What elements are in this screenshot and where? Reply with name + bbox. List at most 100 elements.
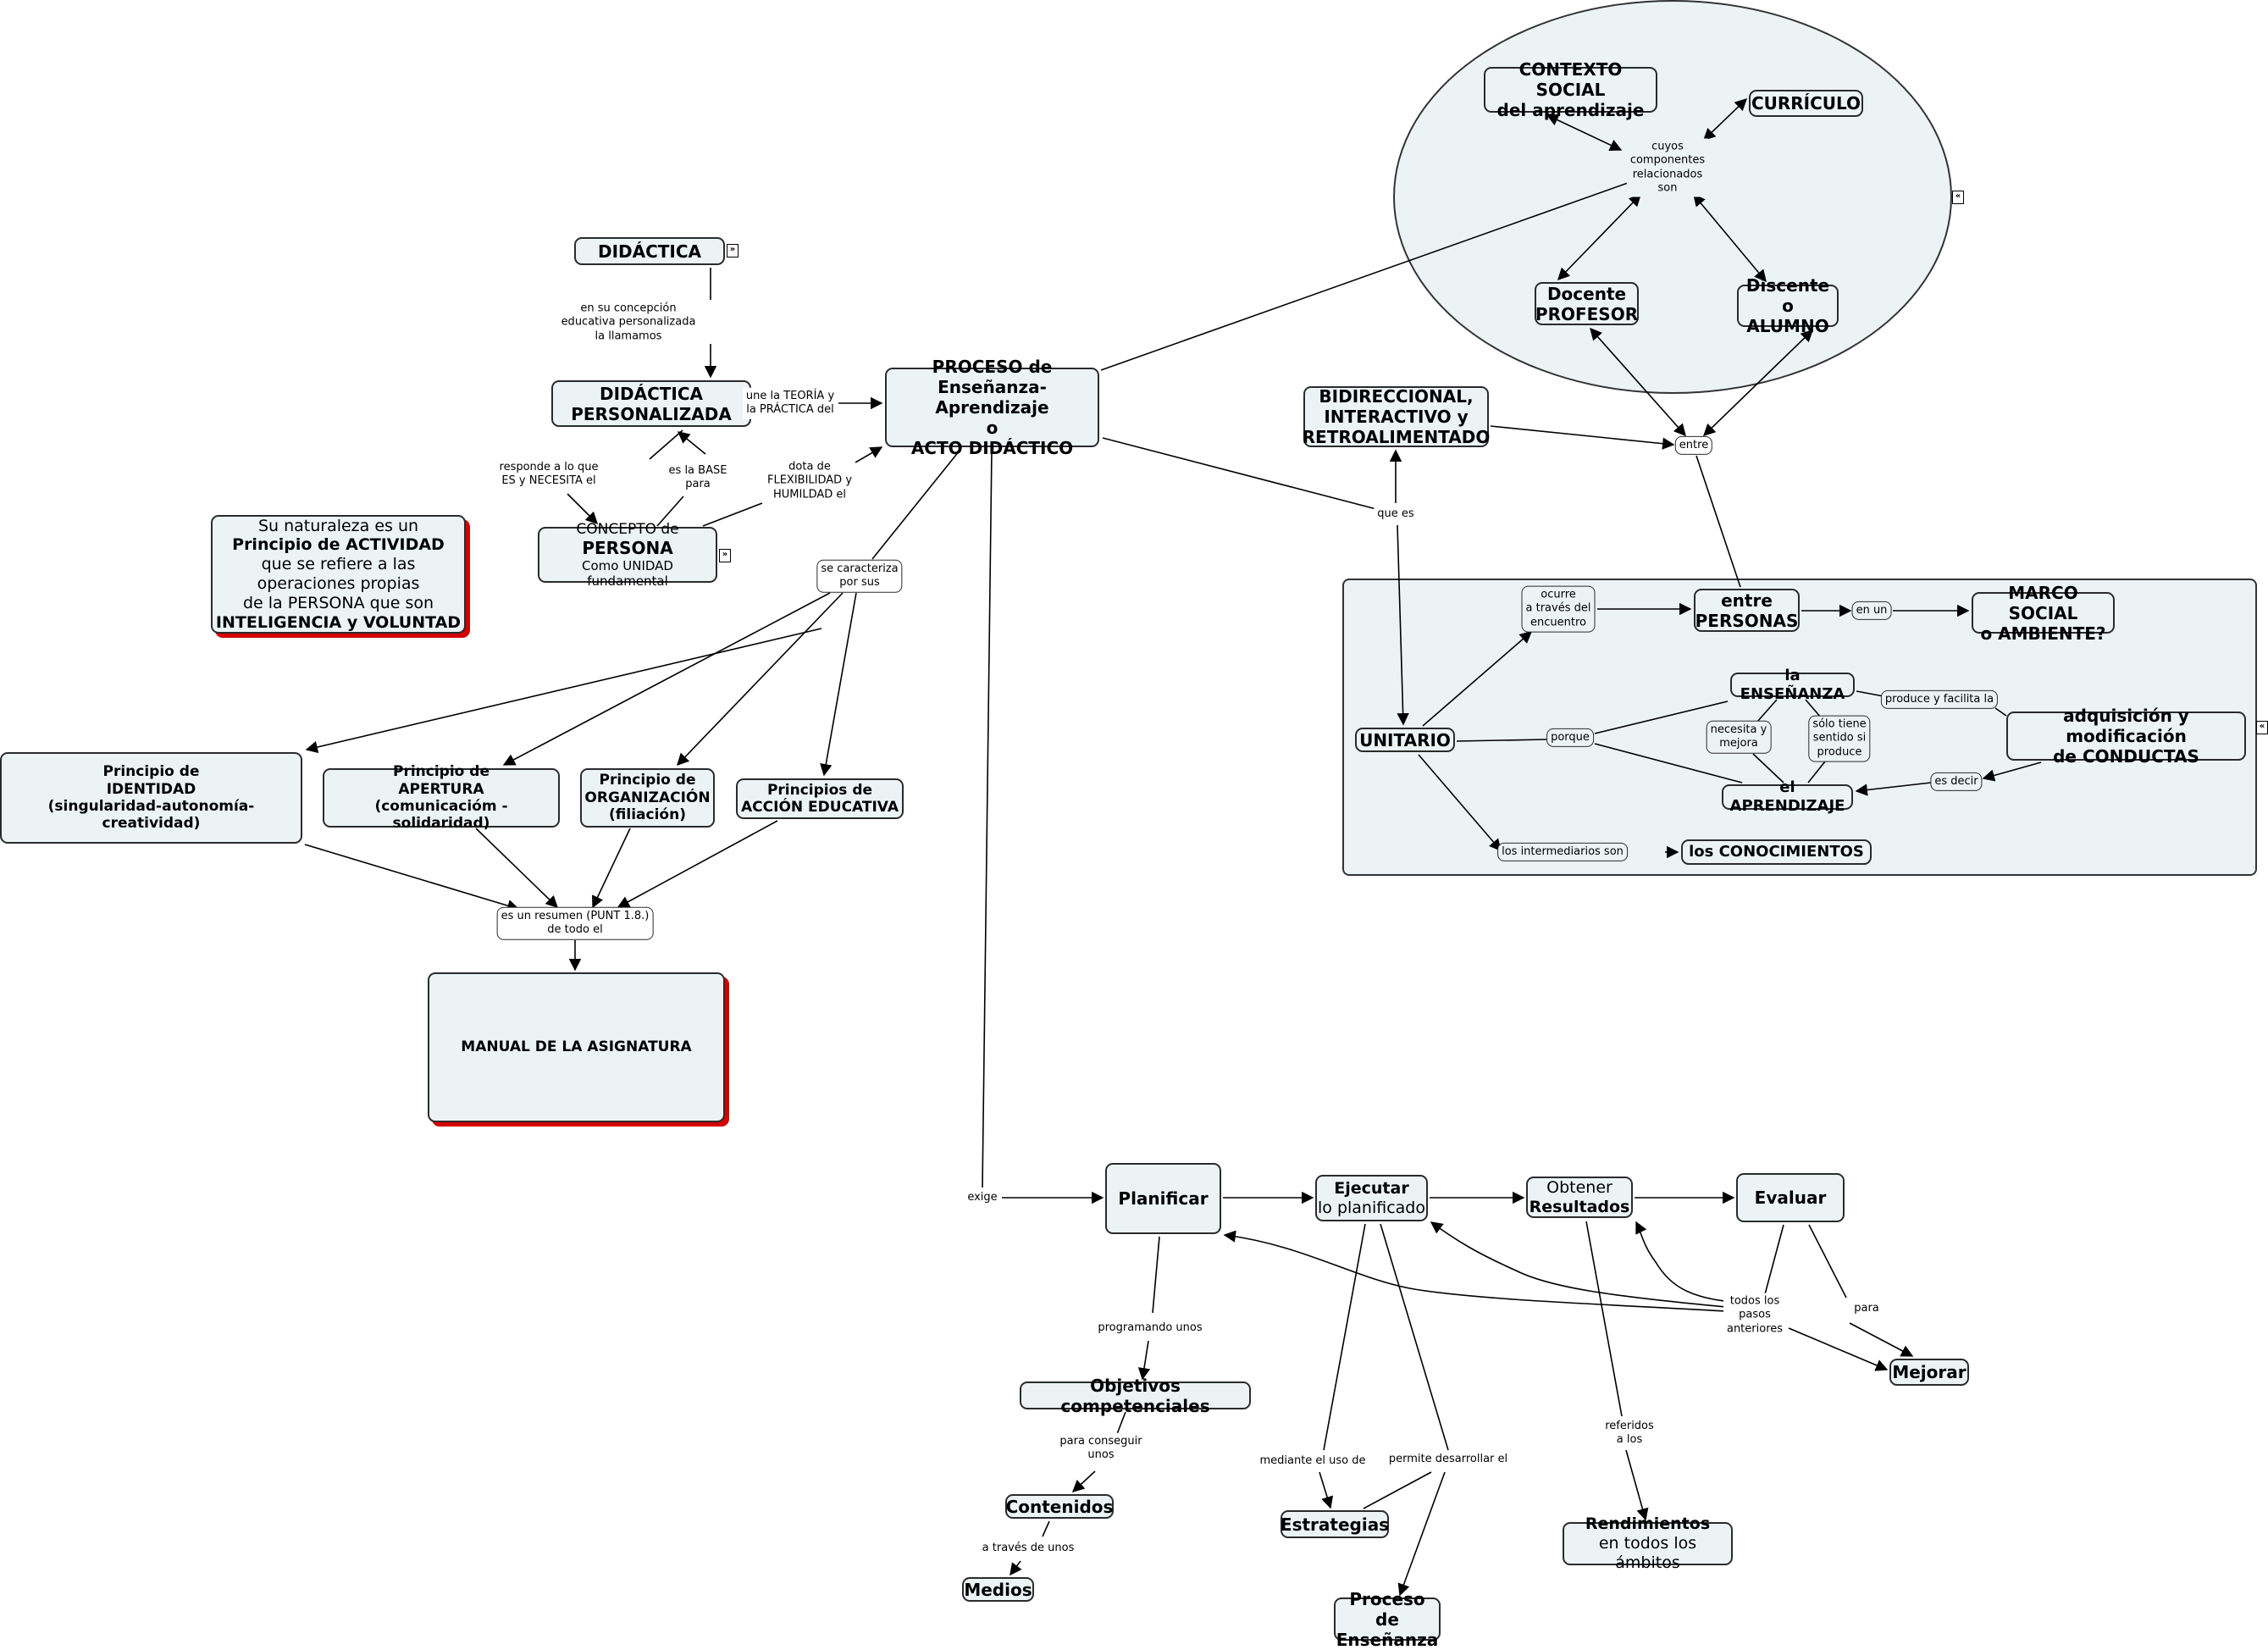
link-label-todos-pasos: todos los pasos anteriores [1723, 1293, 1787, 1338]
node-marco-social[interactable]: MARCO SOCIAL o AMBIENTE? [1972, 583, 2115, 644]
node-label: Mejorar [1892, 1362, 1967, 1382]
node-label: el APRENDIZAJE [1729, 778, 1845, 815]
node-contexto-social[interactable]: CONTEXTO SOCIAL del aprendizaje [1484, 59, 1657, 120]
collapse-icon[interactable]: « [2256, 721, 2268, 734]
link-todos-planificar [1223, 1230, 1727, 1312]
node-principio-identidad[interactable]: Principio de IDENTIDAD (singularidad-aut… [0, 752, 302, 844]
node-label: Estrategias [1280, 1514, 1390, 1535]
node-didactica-personalizada[interactable]: DIDÁCTICA PERSONALIZADA [551, 380, 751, 427]
link-label-es-la-base: es la BASE para [665, 462, 731, 494]
link-eval-todos [1764, 1224, 1784, 1295]
node-concepto-persona[interactable]: CONCEPTO de PERSONA Como UNIDAD fundamen… [538, 521, 717, 589]
node-label-line: Rendimientos [1585, 1514, 1711, 1534]
node-planificar[interactable]: Planificar [1105, 1163, 1221, 1234]
node-proceso[interactable]: PROCESO de Enseñanza-Aprendizaje o ACTO … [885, 357, 1099, 458]
link-proceso-exige [982, 449, 993, 1188]
node-label-line: Principio de [599, 772, 696, 789]
node-label-line: Principio de ACTIVIDAD [232, 535, 445, 555]
link-obj-conseguir [1116, 1411, 1126, 1435]
node-label-line: INTERACTIVO y [1324, 407, 1469, 427]
link-dota-b [855, 446, 883, 463]
expand-icon[interactable]: » [727, 244, 738, 257]
node-curriculo[interactable]: CURRÍCULO [1749, 90, 1863, 117]
node-contenidos[interactable]: Contenidos [1005, 1494, 1114, 1519]
node-label-line: Docente [1546, 283, 1627, 304]
node-discente[interactable]: Discente o ALUMNO [1737, 275, 1839, 336]
link-label-a-traves: a través de unos [978, 1539, 1078, 1558]
node-naturaleza[interactable]: Su naturaleza es un Principio de ACTIVID… [211, 515, 466, 634]
node-label: la ENSEÑANZA [1740, 666, 1845, 703]
node-principio-organizacion[interactable]: Principio de ORGANIZACIÓN (filiación) [580, 768, 715, 828]
link-label-solo-tiene: sólo tiene sentido si produce [1808, 715, 1871, 762]
node-label-line: operaciones propias [257, 574, 420, 593]
node-label-line: CONCEPTO de [576, 520, 679, 538]
node-obtener-resultados[interactable]: Obtener Resultados [1526, 1177, 1633, 1218]
link-ens-solo [1805, 699, 1822, 718]
node-label-line: Obtener [1546, 1177, 1612, 1197]
link-responde-a [649, 429, 683, 460]
node-label: los CONOCIMIENTOS [1689, 843, 1864, 861]
node-evaluar[interactable]: Evaluar [1736, 1173, 1845, 1222]
link-obt-referidos [1585, 1221, 1623, 1417]
node-label-line: DIDÁCTICA [599, 383, 704, 404]
link-accion-resumen [617, 820, 778, 908]
node-label-line: Enseñanza [1336, 1629, 1439, 1650]
link-proceso-quees [1102, 437, 1377, 510]
node-docente[interactable]: Docente PROFESOR [1535, 282, 1639, 325]
link-permite-proc [1397, 1471, 1446, 1597]
node-adquisicion-conductas[interactable]: adquisición y modificación de CONDUCTAS [2006, 706, 2246, 767]
node-label-line: Resultados [1529, 1197, 1630, 1216]
collapse-icon[interactable]: « [1952, 191, 1964, 204]
node-ejecutar[interactable]: Ejecutar lo planificado [1315, 1175, 1428, 1221]
expand-icon[interactable]: » [719, 549, 731, 562]
node-label-line: Principio de [102, 763, 200, 781]
node-principios-accion-educativa[interactable]: Principios de ACCIÓN EDUCATIVA [736, 778, 904, 819]
node-proceso-ensenanza[interactable]: Proceso de Enseñanza [1334, 1589, 1441, 1650]
link-discente-entre [1702, 329, 1814, 437]
node-entre-personas[interactable]: entre PERSONAS [1694, 589, 1800, 632]
node-mejorar[interactable]: Mejorar [1889, 1359, 1969, 1386]
link-label-intermediarios: los intermediarios son [1497, 842, 1628, 862]
node-label-line: IDENTIDAD [106, 780, 196, 798]
link-cont-atraves [1042, 1520, 1050, 1537]
link-label-dota-de: dota de FLEXIBILIDAD y HUMILDAD el [763, 458, 856, 504]
link-label-para-conseguir: para conseguir unos [1056, 1432, 1146, 1465]
node-label-line: ACCIÓN EDUCATIVA [741, 799, 899, 816]
link-base-a [656, 496, 684, 527]
node-label-line: Principio de [393, 763, 490, 781]
node-didactica[interactable]: DIDÁCTICA [574, 237, 725, 265]
link-atraves-medios [1010, 1560, 1022, 1576]
node-estrategias[interactable]: Estrategias [1281, 1510, 1389, 1538]
link-produce-adq [1994, 707, 2007, 717]
link-todos-obtener [1635, 1221, 1725, 1302]
node-label: Contenidos [1005, 1496, 1114, 1517]
link-cuyos-docente [1557, 193, 1642, 281]
node-objetivos[interactable]: Objetivos competenciales [1020, 1376, 1251, 1416]
node-principio-apertura[interactable]: Principio de APERTURA (comunicacióm - so… [323, 763, 560, 832]
link-label-responde: responde a lo que ES y NECESITA el [495, 458, 602, 490]
link-todos-ejecutar [1430, 1221, 1727, 1308]
node-manual-asignatura[interactable]: MANUAL DE LA ASIGNATURA [428, 972, 725, 1122]
link-todos-mejorar [1788, 1327, 1889, 1371]
node-conocimientos[interactable]: los CONOCIMIENTOS [1681, 839, 1872, 865]
link-conseguir-cont [1071, 1470, 1096, 1492]
link-necesita-apr [1752, 753, 1784, 783]
node-label-line: (singularidad-autonomía-creatividad) [47, 798, 255, 833]
link-cuyos-curriculo [1702, 98, 1748, 141]
link-car-organizacion [677, 592, 844, 767]
node-label-line: adquisición y modificación [2063, 706, 2189, 746]
node-label: Objetivos competenciales [1060, 1375, 1210, 1416]
node-rendimientos[interactable]: Rendimientos en todos los ámbitos [1563, 1514, 1733, 1572]
node-aprendizaje[interactable]: el APRENDIZAJE [1722, 778, 1853, 815]
node-label-line: CONTEXTO SOCIAL [1518, 59, 1623, 100]
link-proceso-caracteriza [871, 450, 960, 560]
node-label-line: BIDIRECCIONAL, [1319, 386, 1474, 407]
node-label-line: INTELIGENCIA y VOLUNTAD [215, 612, 462, 632]
node-medios[interactable]: Medios [962, 1577, 1034, 1602]
node-unitario[interactable]: UNITARIO [1355, 728, 1455, 752]
node-ensenanza[interactable]: la ENSEÑANZA [1730, 667, 1855, 703]
node-bidireccional[interactable]: BIDIRECCIONAL, INTERACTIVO y RETROALIMEN… [1303, 386, 1490, 447]
link-label-porque: porque [1546, 728, 1594, 748]
link-estr-permite [1363, 1471, 1432, 1509]
